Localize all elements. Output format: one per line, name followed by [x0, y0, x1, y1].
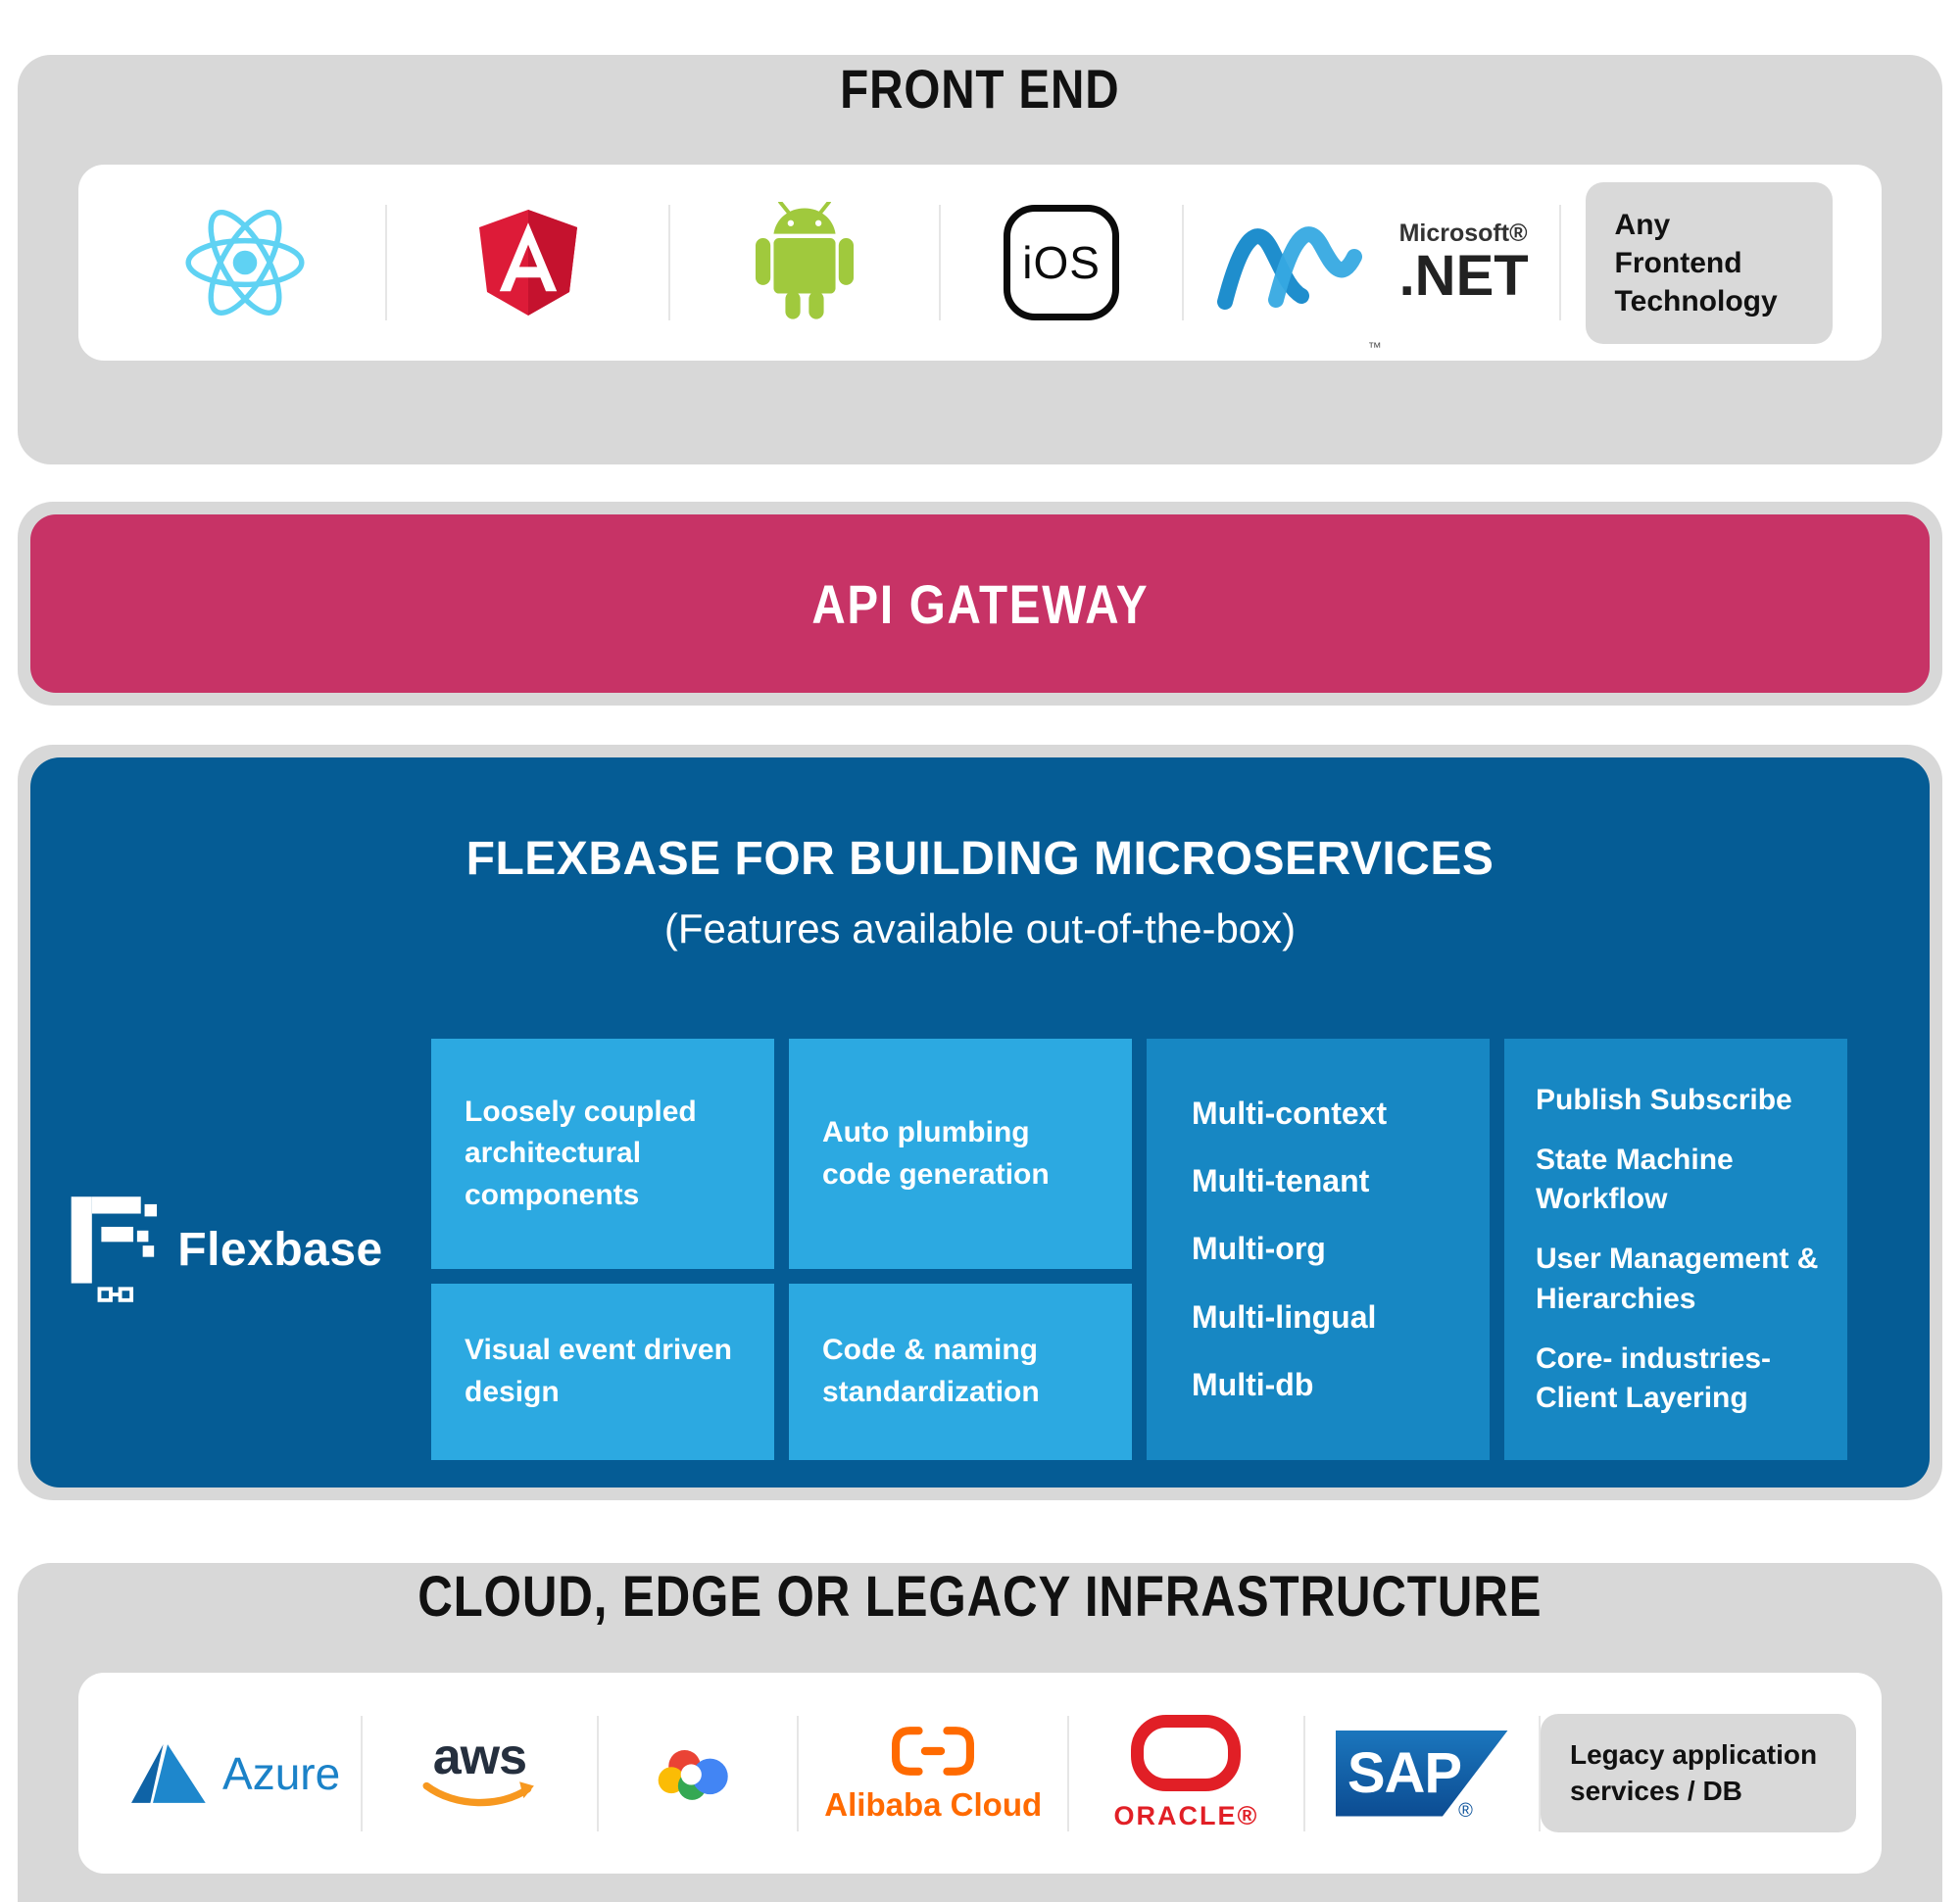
ios-icon: iOS [1004, 205, 1120, 320]
dotnet-label: .NET [1398, 243, 1529, 308]
dotnet-logo-cell: ™ Microsoft® .NET [1184, 165, 1559, 361]
any-frontend-chip: Any Frontend Technology [1585, 181, 1833, 344]
divider [1539, 1715, 1541, 1831]
aws-label: aws [432, 1729, 527, 1786]
front-end-section: FRONT END [18, 55, 1942, 464]
sap-logo-cell: SAP ® [1305, 1673, 1539, 1874]
feature-label: Visual event driven design [465, 1334, 732, 1408]
sap-logo: SAP ® [1335, 1730, 1508, 1822]
dotnet-tm: ™ [1367, 339, 1382, 355]
sap-registered-mark: ® [1458, 1799, 1473, 1822]
ios-label: iOS [1022, 237, 1101, 288]
feature-box: Code & naming standardization [789, 1284, 1132, 1460]
alibaba-label: Alibaba Cloud [824, 1785, 1043, 1823]
android-logo-cell [670, 165, 939, 361]
divider [668, 205, 671, 320]
oracle-logo-cell: ORACLE® [1069, 1673, 1302, 1874]
flexbase-band: FLEXBASE FOR BUILDING MICROSERVICES (Fea… [30, 757, 1930, 1487]
angular-logo-cell [387, 165, 668, 361]
front-end-title-text: FRONT END [840, 57, 1120, 120]
divider [596, 1715, 599, 1831]
feature-label: Loosely coupled architectural components [465, 1095, 697, 1211]
divider [1067, 1715, 1070, 1831]
azure-label: Azure [222, 1747, 341, 1799]
sap-shape-icon: SAP [1335, 1730, 1508, 1817]
api-gateway-section: API GATEWAY [18, 502, 1942, 706]
oracle-label: ORACLE® [1113, 1801, 1259, 1830]
capabilities-box: Publish Subscribe State Machine Workflow… [1504, 1039, 1847, 1460]
multi-item: Multi-context [1192, 1096, 1388, 1132]
capability-item: State Machine Workflow [1536, 1143, 1734, 1216]
flexbase-brand: Flexbase [30, 1039, 416, 1460]
ios-logo-cell: iOS [941, 165, 1182, 361]
feature-column-2: Auto plumbing code generation Code & nam… [789, 1039, 1132, 1460]
feature-label: Code & naming standardization [822, 1334, 1040, 1408]
multi-item: Multi-tenant [1192, 1163, 1370, 1199]
dotnet-wordmark: Microsoft® .NET [1398, 219, 1529, 308]
infrastructure-title: CLOUD, EDGE OR LEGACY INFRASTRUCTURE [18, 1563, 1942, 1630]
aws-logo-cell: aws [363, 1673, 596, 1874]
legacy-chip: Legacy application services / DB [1541, 1714, 1856, 1832]
divider [1302, 1715, 1305, 1831]
infrastructure-logo-bar: Azure aws [78, 1673, 1882, 1874]
aws-smile-icon [422, 1780, 535, 1806]
feature-box: Visual event driven design [431, 1284, 774, 1460]
feature-box: Loosely coupled architectural components [431, 1039, 774, 1269]
feature-box: Auto plumbing code generation [789, 1039, 1132, 1269]
front-end-logo-bar: iOS ™ Microsoft® .NET Any Frontend Techn… [78, 165, 1882, 361]
google-cloud-icon [658, 1749, 728, 1800]
capability-item: Publish Subscribe [1536, 1083, 1792, 1116]
divider [1559, 205, 1562, 320]
any-frontend-cell: Any Frontend Technology [1561, 165, 1856, 361]
react-logo-cell [104, 165, 385, 361]
alibaba-logo-cell: Alibaba Cloud [799, 1673, 1067, 1874]
divider [1182, 205, 1185, 320]
capability-item: Core- industries- Client Layering [1536, 1341, 1772, 1415]
capability-item: User Management & Hierarchies [1536, 1243, 1819, 1315]
microsoft-label: Microsoft® [1398, 219, 1528, 247]
flexbase-title: FLEXBASE FOR BUILDING MICROSERVICES [466, 833, 1494, 885]
multi-item: Multi-lingual [1192, 1298, 1377, 1335]
oracle-ring-icon [1131, 1715, 1242, 1791]
azure-logo-cell: Azure [104, 1673, 361, 1874]
divider [361, 1715, 364, 1831]
android-icon [756, 202, 855, 319]
divider [938, 205, 941, 320]
infrastructure-section: CLOUD, EDGE OR LEGACY INFRASTRUCTURE Azu… [18, 1563, 1942, 1902]
infrastructure-title-text: CLOUD, EDGE OR LEGACY INFRASTRUCTURE [417, 1564, 1543, 1629]
flexbase-subtitle: (Features available out-of-the-box) [663, 905, 1297, 951]
front-end-title: FRONT END [18, 55, 1942, 122]
divider [797, 1715, 800, 1831]
divider [385, 205, 388, 320]
azure-icon [131, 1743, 206, 1803]
legacy-cell: Legacy application services / DB [1541, 1673, 1856, 1874]
angular-icon [478, 210, 577, 316]
google-cloud-logo-cell [599, 1673, 798, 1874]
multi-item: Multi-db [1192, 1366, 1314, 1402]
react-icon [185, 209, 305, 317]
flexbase-features-row: Flexbase Loosely coupled architectural c… [30, 1039, 1930, 1460]
api-gateway-band: API GATEWAY [30, 514, 1930, 693]
dotnet-wave-icon [1216, 226, 1362, 310]
multi-capabilities-box: Multi-context Multi-tenant Multi-org Mul… [1147, 1039, 1490, 1460]
flexbase-logo-icon [71, 1196, 158, 1302]
api-gateway-title: API GATEWAY [810, 572, 1150, 635]
sap-label: SAP [1347, 1741, 1462, 1805]
flexbase-section: FLEXBASE FOR BUILDING MICROSERVICES (Fea… [18, 745, 1942, 1500]
flexbase-wordmark: Flexbase [177, 1223, 383, 1276]
feature-column-1: Loosely coupled architectural components… [431, 1039, 774, 1460]
alibaba-brackets-icon [892, 1726, 975, 1776]
feature-label: Auto plumbing code generation [822, 1115, 1050, 1191]
multi-item: Multi-org [1192, 1231, 1326, 1267]
